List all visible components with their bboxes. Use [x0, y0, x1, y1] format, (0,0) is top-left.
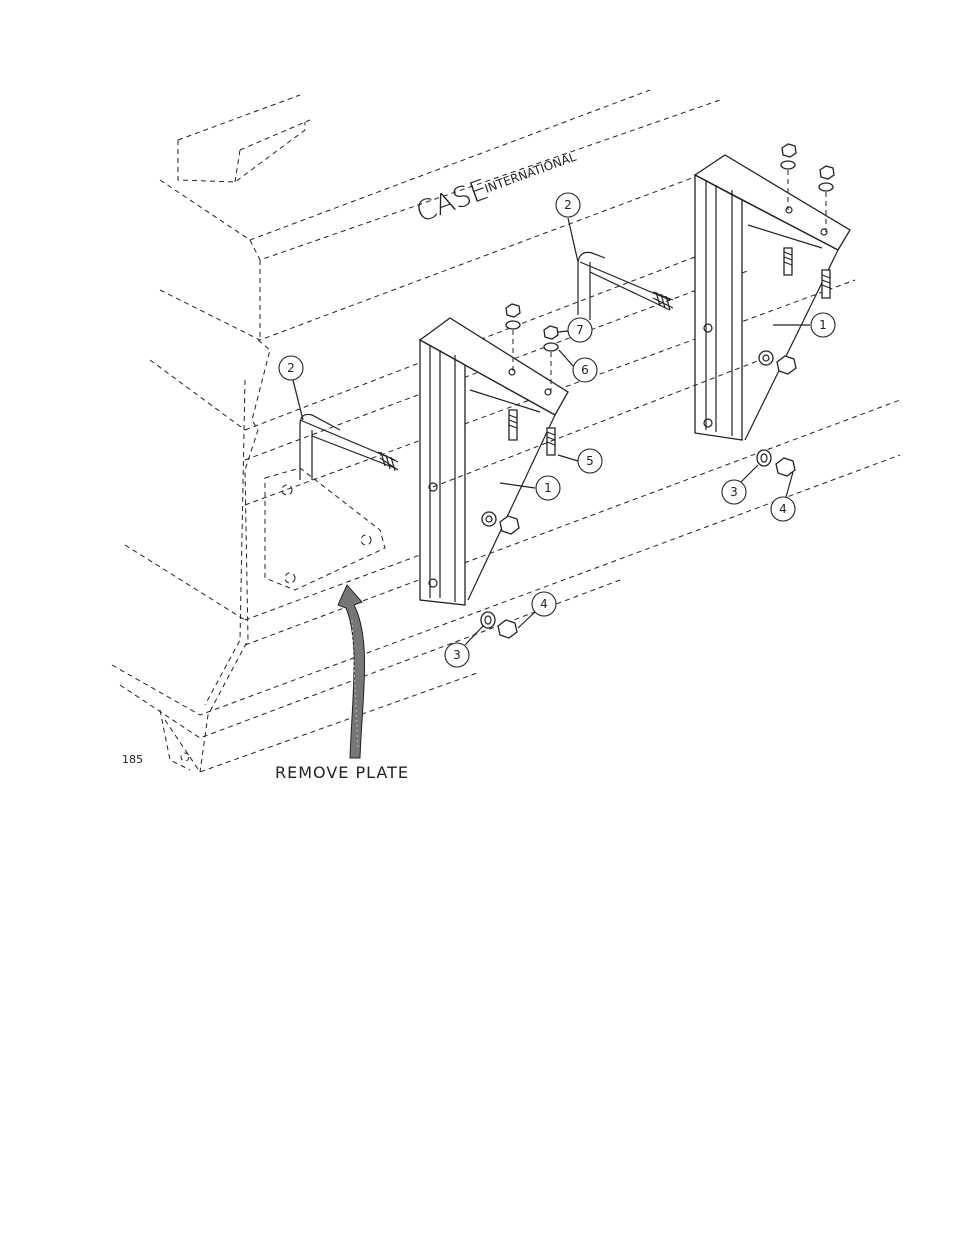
callout-1-left: 1: [500, 476, 560, 500]
cover-plate: [265, 468, 385, 590]
callout-7: 7: [558, 318, 592, 342]
svg-text:5: 5: [586, 454, 594, 468]
callout-5: 5: [558, 449, 602, 473]
svg-text:3: 3: [453, 648, 461, 662]
svg-text:4: 4: [779, 502, 787, 516]
svg-text:2: 2: [287, 361, 295, 375]
callout-2-left: 2: [279, 356, 303, 420]
svg-text:3: 3: [730, 485, 738, 499]
callout-3-right: 3: [722, 465, 758, 504]
svg-text:1: 1: [544, 481, 552, 495]
u-bolt-left: [300, 414, 398, 480]
remove-plate-arrow: [338, 585, 365, 758]
brand-lettering: CASE INTERNATIONAL: [412, 140, 582, 229]
svg-text:4: 4: [540, 597, 548, 611]
hardware-right-bottom: [757, 450, 795, 476]
svg-text:7: 7: [576, 323, 584, 337]
callout-6: 6: [559, 350, 597, 382]
callout-2-right: 2: [556, 193, 580, 262]
brand-main: CASE: [412, 172, 493, 228]
svg-text:2: 2: [564, 198, 572, 212]
u-bolt-right: [578, 252, 673, 320]
figure-number: 185: [122, 753, 143, 766]
svg-text:1: 1: [819, 318, 827, 332]
bracket-left: [420, 318, 568, 605]
brand-sub: INTERNATIONAL: [483, 150, 578, 196]
callout-3-left: 3: [445, 626, 483, 667]
callout-1-right: 1: [773, 313, 835, 337]
callout-4-left: 4: [518, 592, 556, 628]
callout-4-right: 4: [771, 472, 795, 521]
svg-text:6: 6: [581, 363, 589, 377]
remove-plate-label: REMOVE PLATE: [275, 763, 409, 782]
